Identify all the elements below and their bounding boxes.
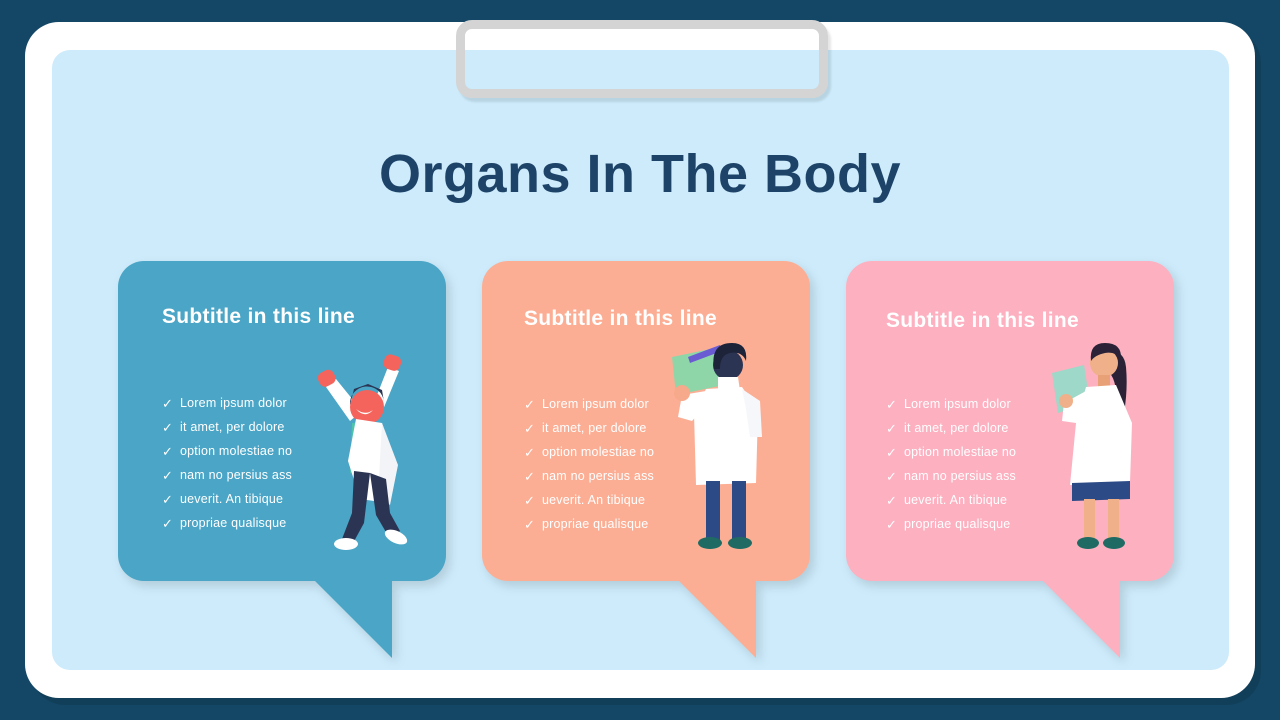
list-item-label: propriae qualisque — [180, 516, 287, 530]
list-item-label: propriae qualisque — [542, 517, 649, 531]
list-item: ✓ propriae qualisque — [162, 511, 292, 535]
list-item-label: option molestiae no — [180, 444, 293, 458]
check-icon: ✓ — [886, 468, 897, 484]
speech-bubble-tail — [678, 580, 756, 658]
list-item-label: option molestiae no — [904, 445, 1017, 459]
check-icon: ✓ — [162, 443, 173, 459]
list-item: ✓ ueverit. An tibique — [524, 488, 654, 512]
speech-bubble-tail — [314, 580, 392, 658]
list-item: ✓ option molestiae no — [162, 439, 292, 463]
list-item-label: ueverit. An tibique — [180, 492, 284, 506]
check-icon: ✓ — [886, 516, 897, 532]
info-card-1[interactable]: Subtitle in this line ✓ Lorem ipsum dolor… — [118, 261, 446, 658]
check-icon: ✓ — [524, 420, 535, 436]
check-icon: ✓ — [162, 419, 173, 435]
list-item: ✓ propriae qualisque — [524, 512, 654, 536]
check-icon: ✓ — [524, 444, 535, 460]
info-card-3[interactable]: Subtitle in this line ✓ Lorem ipsum dolor… — [846, 261, 1174, 658]
bullet-list: ✓Lorem ipsum dolor ✓it amet, per dolore … — [524, 392, 654, 536]
check-icon: ✓ — [162, 395, 173, 411]
list-item: ✓ nam no persius ass — [886, 464, 1016, 488]
page-title: Organs In The Body — [378, 144, 902, 204]
list-item-label: propriae qualisque — [904, 517, 1011, 531]
list-item: ✓ option molestiae no — [886, 440, 1016, 464]
bullet-list: ✓Lorem ipsum dolor ✓it amet, per dolore … — [886, 392, 1016, 536]
list-item: ✓ Lorem ipsum dolor — [886, 392, 1016, 416]
list-item-label: ueverit. An tibique — [542, 493, 646, 507]
speech-bubble-tail — [1042, 580, 1120, 658]
card-subtitle: Subtitle in this line — [162, 305, 355, 328]
list-item: ✓ propriae qualisque — [886, 512, 1016, 536]
list-item-label: Lorem ipsum dolor — [904, 397, 1011, 411]
doctor-with-clipboard-illustration — [662, 333, 782, 558]
check-icon: ✓ — [524, 396, 535, 412]
card-subtitle: Subtitle in this line — [524, 307, 717, 330]
check-icon: ✓ — [886, 444, 897, 460]
check-icon: ✓ — [162, 515, 173, 531]
list-item-label: it amet, per dolore — [180, 420, 285, 434]
check-icon: ✓ — [524, 492, 535, 508]
check-icon: ✓ — [162, 467, 173, 483]
list-item-label: nam no persius ass — [904, 469, 1016, 483]
check-icon: ✓ — [886, 492, 897, 508]
list-item: ✓ it amet, per dolore — [162, 415, 292, 439]
check-icon: ✓ — [162, 491, 173, 507]
list-item: ✓ it amet, per dolore — [524, 416, 654, 440]
list-item-label: nam no persius ass — [180, 468, 292, 482]
list-item: ✓ Lorem ipsum dolor — [524, 392, 654, 416]
list-item-label: option molestiae no — [542, 445, 655, 459]
list-item-label: Lorem ipsum dolor — [542, 397, 649, 411]
list-item: ✓ ueverit. An tibique — [162, 487, 292, 511]
check-icon: ✓ — [524, 516, 535, 532]
list-item: ✓ ueverit. An tibique — [886, 488, 1016, 512]
clipboard-clip — [456, 20, 828, 98]
info-card-body: Subtitle in this line ✓ Lorem ipsum dolor… — [118, 261, 446, 581]
list-item-label: nam no persius ass — [542, 469, 654, 483]
card-subtitle: Subtitle in this line — [886, 309, 1079, 332]
list-item-label: Lorem ipsum dolor — [180, 396, 287, 410]
list-item: ✓ it amet, per dolore — [886, 416, 1016, 440]
list-item-label: it amet, per dolore — [542, 421, 647, 435]
list-item: ✓ Lorem ipsum dolor — [162, 391, 292, 415]
list-item: ✓ option molestiae no — [524, 440, 654, 464]
bullet-list: ✓Lorem ipsum dolor ✓it amet, per dolore … — [162, 391, 292, 535]
check-icon: ✓ — [524, 468, 535, 484]
doctor-cheering-illustration — [304, 353, 424, 558]
check-icon: ✓ — [886, 420, 897, 436]
list-item: ✓ nam no persius ass — [162, 463, 292, 487]
list-item-label: it amet, per dolore — [904, 421, 1009, 435]
check-icon: ✓ — [886, 396, 897, 412]
info-card-2[interactable]: Subtitle in this line ✓ Lorem ipsum dolor… — [482, 261, 810, 658]
info-card-body: Subtitle in this line ✓ Lorem ipsum dolor… — [482, 261, 810, 581]
list-item: ✓ nam no persius ass — [524, 464, 654, 488]
female-doctor-reading-illustration — [1046, 337, 1156, 557]
info-card-body: Subtitle in this line ✓ Lorem ipsum dolor… — [846, 261, 1174, 581]
list-item-label: ueverit. An tibique — [904, 493, 1008, 507]
